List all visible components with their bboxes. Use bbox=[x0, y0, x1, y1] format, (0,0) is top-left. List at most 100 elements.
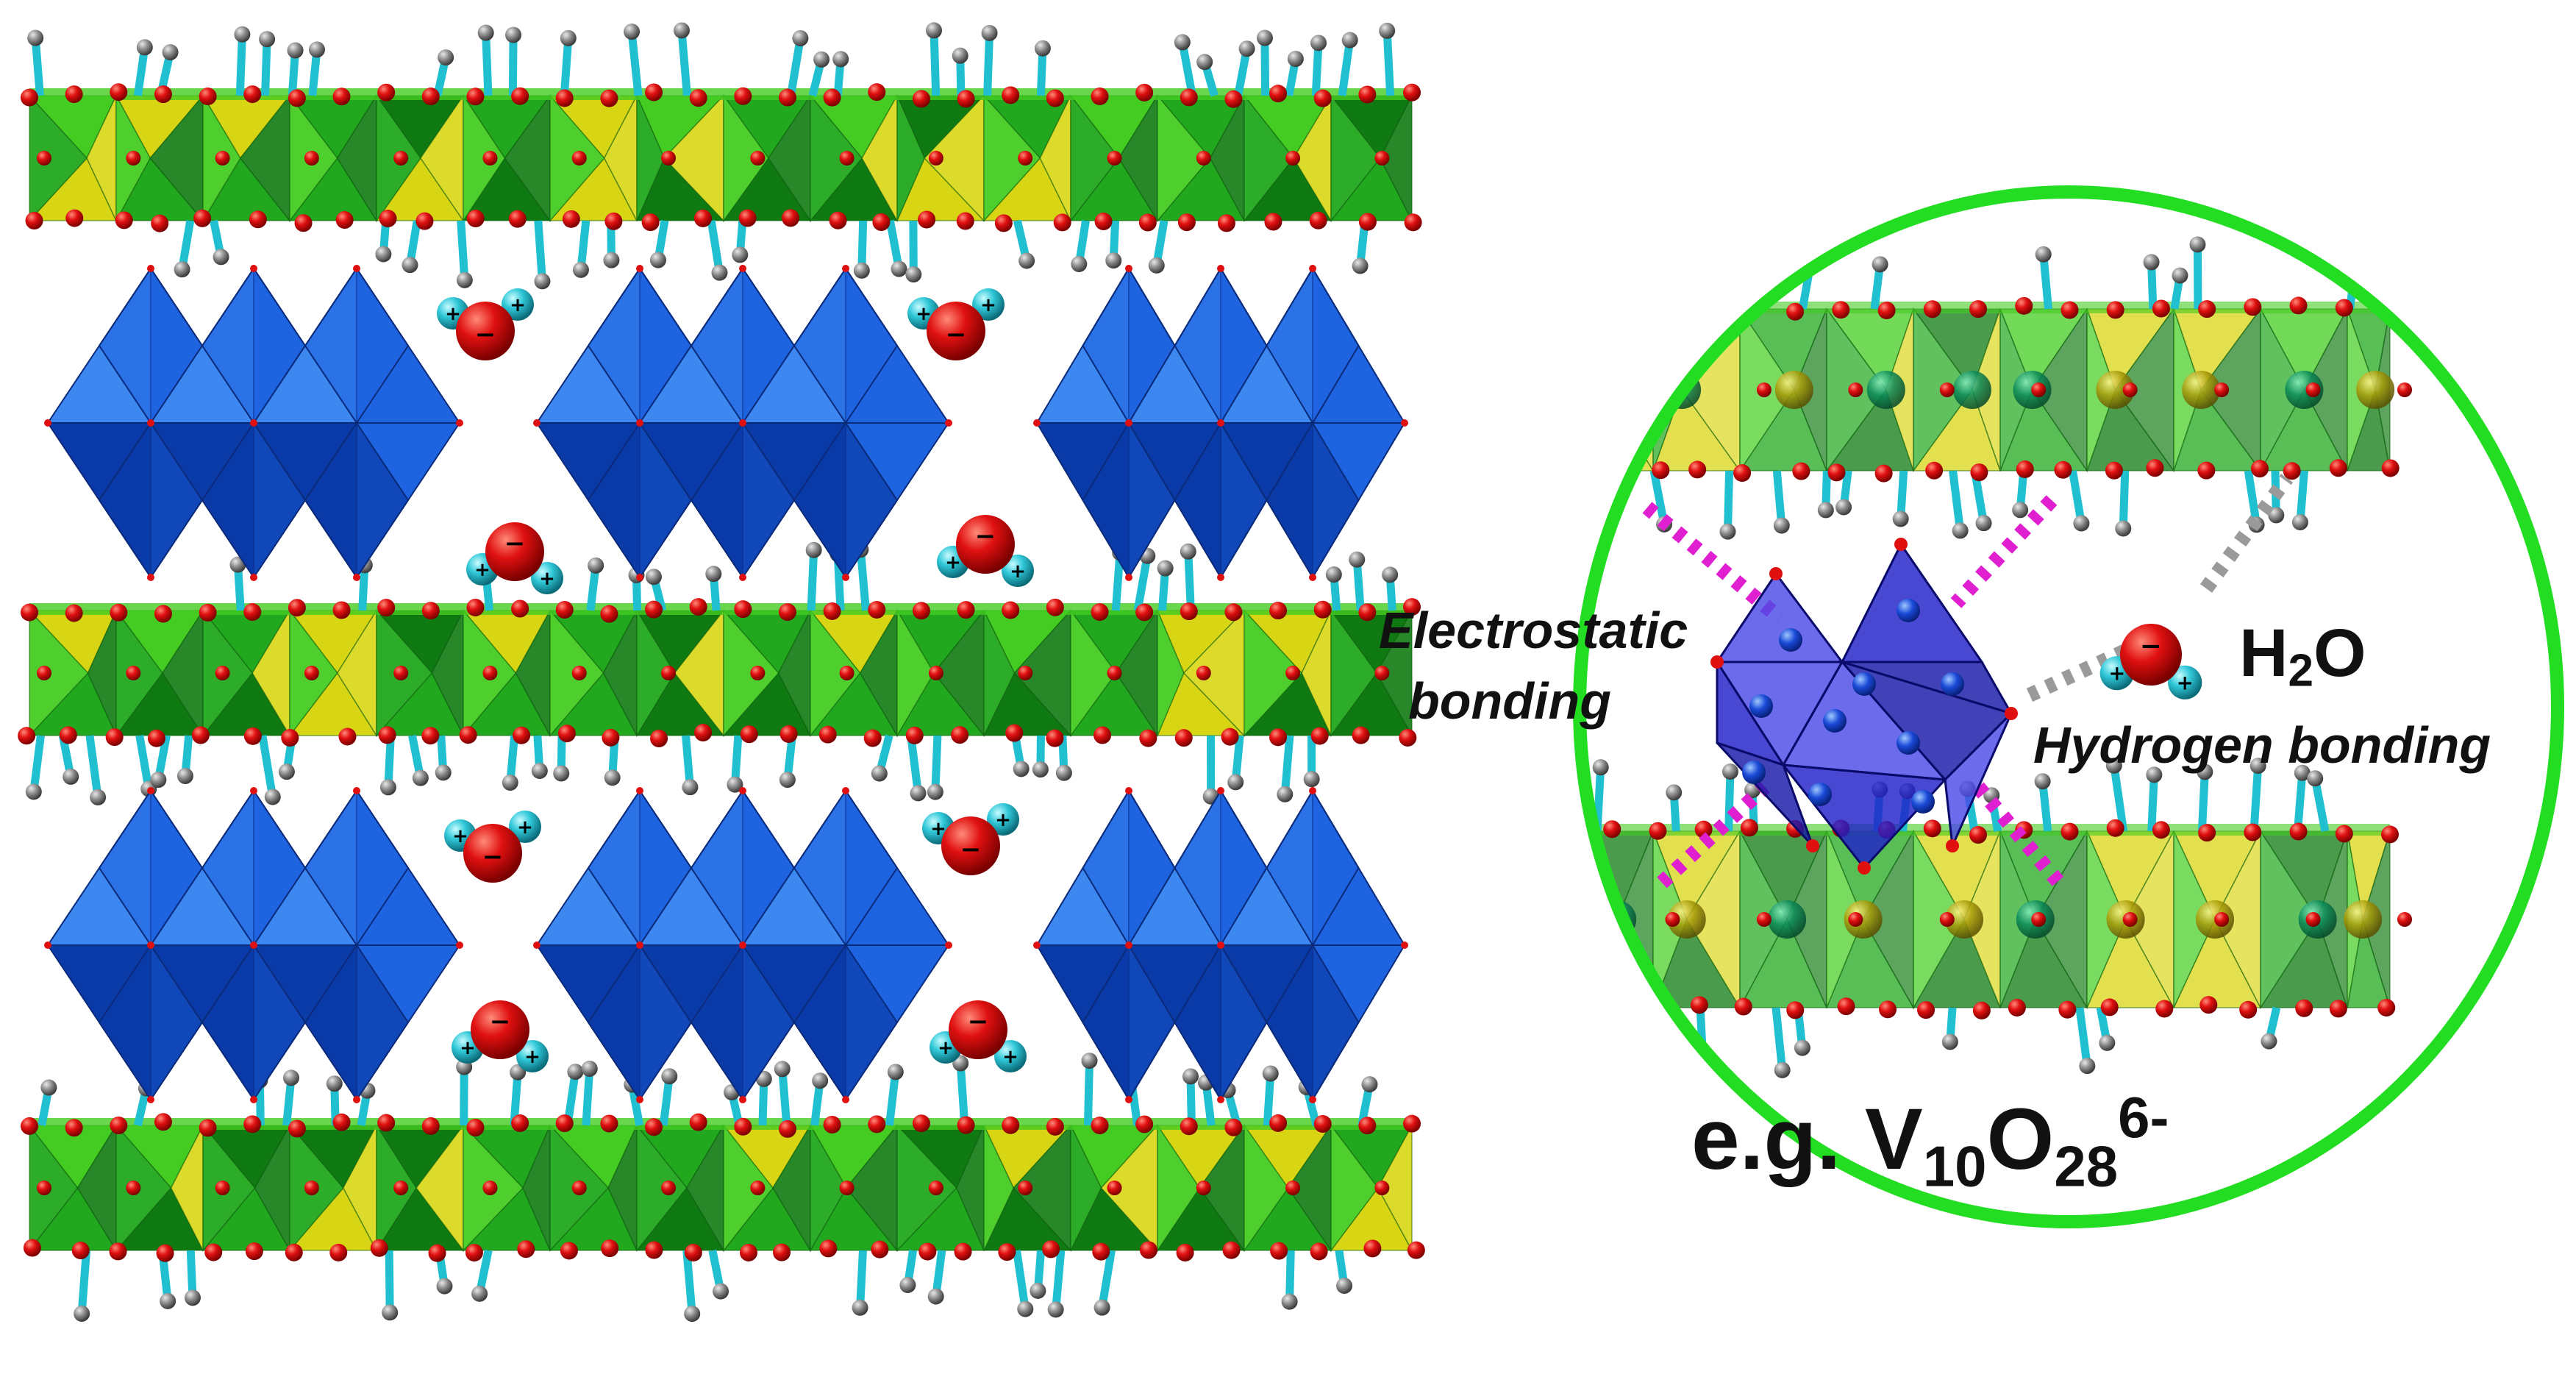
oxygen-atom bbox=[1358, 213, 1377, 231]
hydroxyl-bond bbox=[931, 735, 942, 792]
hydroxyl-bond bbox=[1739, 252, 1756, 310]
octahedron-face bbox=[1266, 421, 1360, 579]
formula-o: O bbox=[1986, 1090, 2055, 1188]
layer-facet bbox=[29, 609, 89, 737]
oxygen-atom bbox=[2305, 912, 2321, 927]
oxygen-atom bbox=[1558, 819, 1575, 837]
hydrogen-atom bbox=[90, 789, 107, 805]
oxygen-atom bbox=[1603, 302, 1621, 321]
oxygen-atom bbox=[1176, 1244, 1194, 1262]
oxygen-atom bbox=[1832, 301, 1850, 319]
hydroxyl-bond bbox=[682, 1250, 696, 1314]
hydrogen-bonding-label: Hydrogen bonding bbox=[2033, 716, 2491, 774]
oxygen-atom bbox=[868, 600, 886, 619]
hydroxyl-bond bbox=[1133, 555, 1152, 611]
hydroxyl-bond bbox=[2147, 774, 2158, 832]
layer-top-edge bbox=[29, 88, 1412, 100]
metal-cation-atom bbox=[1866, 371, 1905, 409]
oxygen-atom bbox=[2335, 299, 2353, 317]
oxygen-atom bbox=[912, 1114, 930, 1133]
oxygen-atom bbox=[1217, 265, 1224, 272]
oxygen-atom bbox=[1923, 819, 1941, 838]
oxygen-atom bbox=[44, 941, 51, 949]
oxygen-atom bbox=[600, 89, 618, 107]
oxygen-atom bbox=[459, 726, 477, 744]
oxygen-atom bbox=[1649, 822, 1667, 840]
hydrogen-atom bbox=[1382, 566, 1399, 583]
hydrogen-atom bbox=[812, 1072, 829, 1089]
metal-cation-atom bbox=[2344, 900, 2383, 939]
layer-facet bbox=[115, 1124, 172, 1252]
hydrogen-atom bbox=[40, 1079, 57, 1096]
oxygen-atom bbox=[249, 210, 267, 229]
oxygen-atom bbox=[199, 88, 217, 106]
oxygen-atom bbox=[1403, 1114, 1421, 1133]
hydrogen-atom bbox=[1719, 523, 1736, 540]
oxygen-atom bbox=[1224, 603, 1243, 622]
layer-facet bbox=[1244, 609, 1303, 737]
oxygen-atom bbox=[645, 1241, 663, 1259]
oxygen-atom bbox=[1270, 1242, 1288, 1260]
hydroxyl-bond bbox=[2244, 470, 2261, 526]
oxygen-atom bbox=[1939, 912, 1955, 927]
oxygen-atom bbox=[215, 1181, 230, 1195]
polyoxometalate-cluster bbox=[44, 265, 463, 581]
octahedron-face bbox=[1266, 789, 1360, 947]
oxygen-atom bbox=[147, 574, 154, 581]
hydrogen-atom bbox=[502, 774, 518, 791]
oxygen-atom bbox=[1107, 1181, 1122, 1195]
hydroxyl-bond bbox=[1052, 1250, 1066, 1310]
hydrogen-atom bbox=[2307, 770, 2324, 787]
positive-charge-sign: + bbox=[945, 552, 961, 574]
oxygen-atom bbox=[1091, 603, 1109, 622]
hydrogen-atom bbox=[502, 288, 534, 321]
hydrogen-atom bbox=[534, 273, 551, 290]
oxygen-atom bbox=[555, 1114, 574, 1133]
oxygen-atom bbox=[689, 1113, 707, 1131]
hydrogen-atom bbox=[278, 763, 295, 780]
positive-charge-sign: + bbox=[445, 303, 461, 325]
vanadium-atom bbox=[1808, 783, 1832, 806]
hydroxyl-bond bbox=[1260, 38, 1270, 96]
hydrogen-atom bbox=[813, 51, 830, 68]
hydrogen-atom bbox=[1817, 502, 1834, 519]
hydrogen-atom bbox=[1030, 1282, 1046, 1299]
oxygen-atom bbox=[2329, 459, 2347, 477]
hydrogen-atom bbox=[1325, 566, 1342, 583]
hydrogen-atom bbox=[1610, 1064, 1627, 1081]
oxygen-atom bbox=[1125, 1096, 1132, 1103]
hydrogen-atom bbox=[1774, 1061, 1791, 1078]
oxygen-atom bbox=[778, 88, 796, 107]
oxygen-atom bbox=[1786, 1001, 1805, 1019]
oxygen-atom bbox=[250, 574, 257, 581]
layered-structure-panel: −++−++−++−++−++−++−++−++ bbox=[18, 22, 1425, 1323]
oxygen-atom bbox=[928, 151, 943, 165]
vanadium-atom bbox=[1823, 709, 1847, 733]
oxygen-atom bbox=[778, 603, 796, 622]
oxygen-atom bbox=[1018, 151, 1033, 165]
water-oxygen-atom bbox=[2120, 624, 2182, 686]
electrostatic-label-line1: Electrostatic bbox=[1379, 602, 1688, 659]
oxygen-atom bbox=[739, 1096, 746, 1103]
oxygen-atom bbox=[1894, 538, 1908, 551]
hydrogen-atom bbox=[994, 1040, 1027, 1072]
oxygen-atom bbox=[1792, 462, 1810, 480]
oxygen-atom bbox=[1969, 300, 1987, 318]
hydrogen-atom bbox=[2172, 267, 2188, 284]
oxygen-atom bbox=[650, 729, 668, 747]
hydrogen-atom bbox=[1638, 1064, 1655, 1081]
oxygen-atom bbox=[1091, 87, 1109, 105]
hydroxyl-bond bbox=[787, 38, 804, 96]
oxygen-atom bbox=[105, 728, 124, 747]
hydrogen-atom bbox=[2079, 1058, 2096, 1075]
oxygen-atom bbox=[636, 1096, 643, 1103]
oxygen-atom bbox=[1042, 1240, 1060, 1259]
layer-top-edge bbox=[29, 1118, 1412, 1130]
oxygen-atom bbox=[421, 88, 440, 106]
hydrogen-atom bbox=[1157, 560, 1174, 577]
oxygen-atom bbox=[126, 1181, 141, 1195]
hydroxyl-bond bbox=[2296, 470, 2308, 523]
hydroxyl-bond bbox=[1184, 551, 1195, 611]
oxygen-atom bbox=[839, 151, 854, 165]
oxygen-atom bbox=[1217, 574, 1224, 581]
